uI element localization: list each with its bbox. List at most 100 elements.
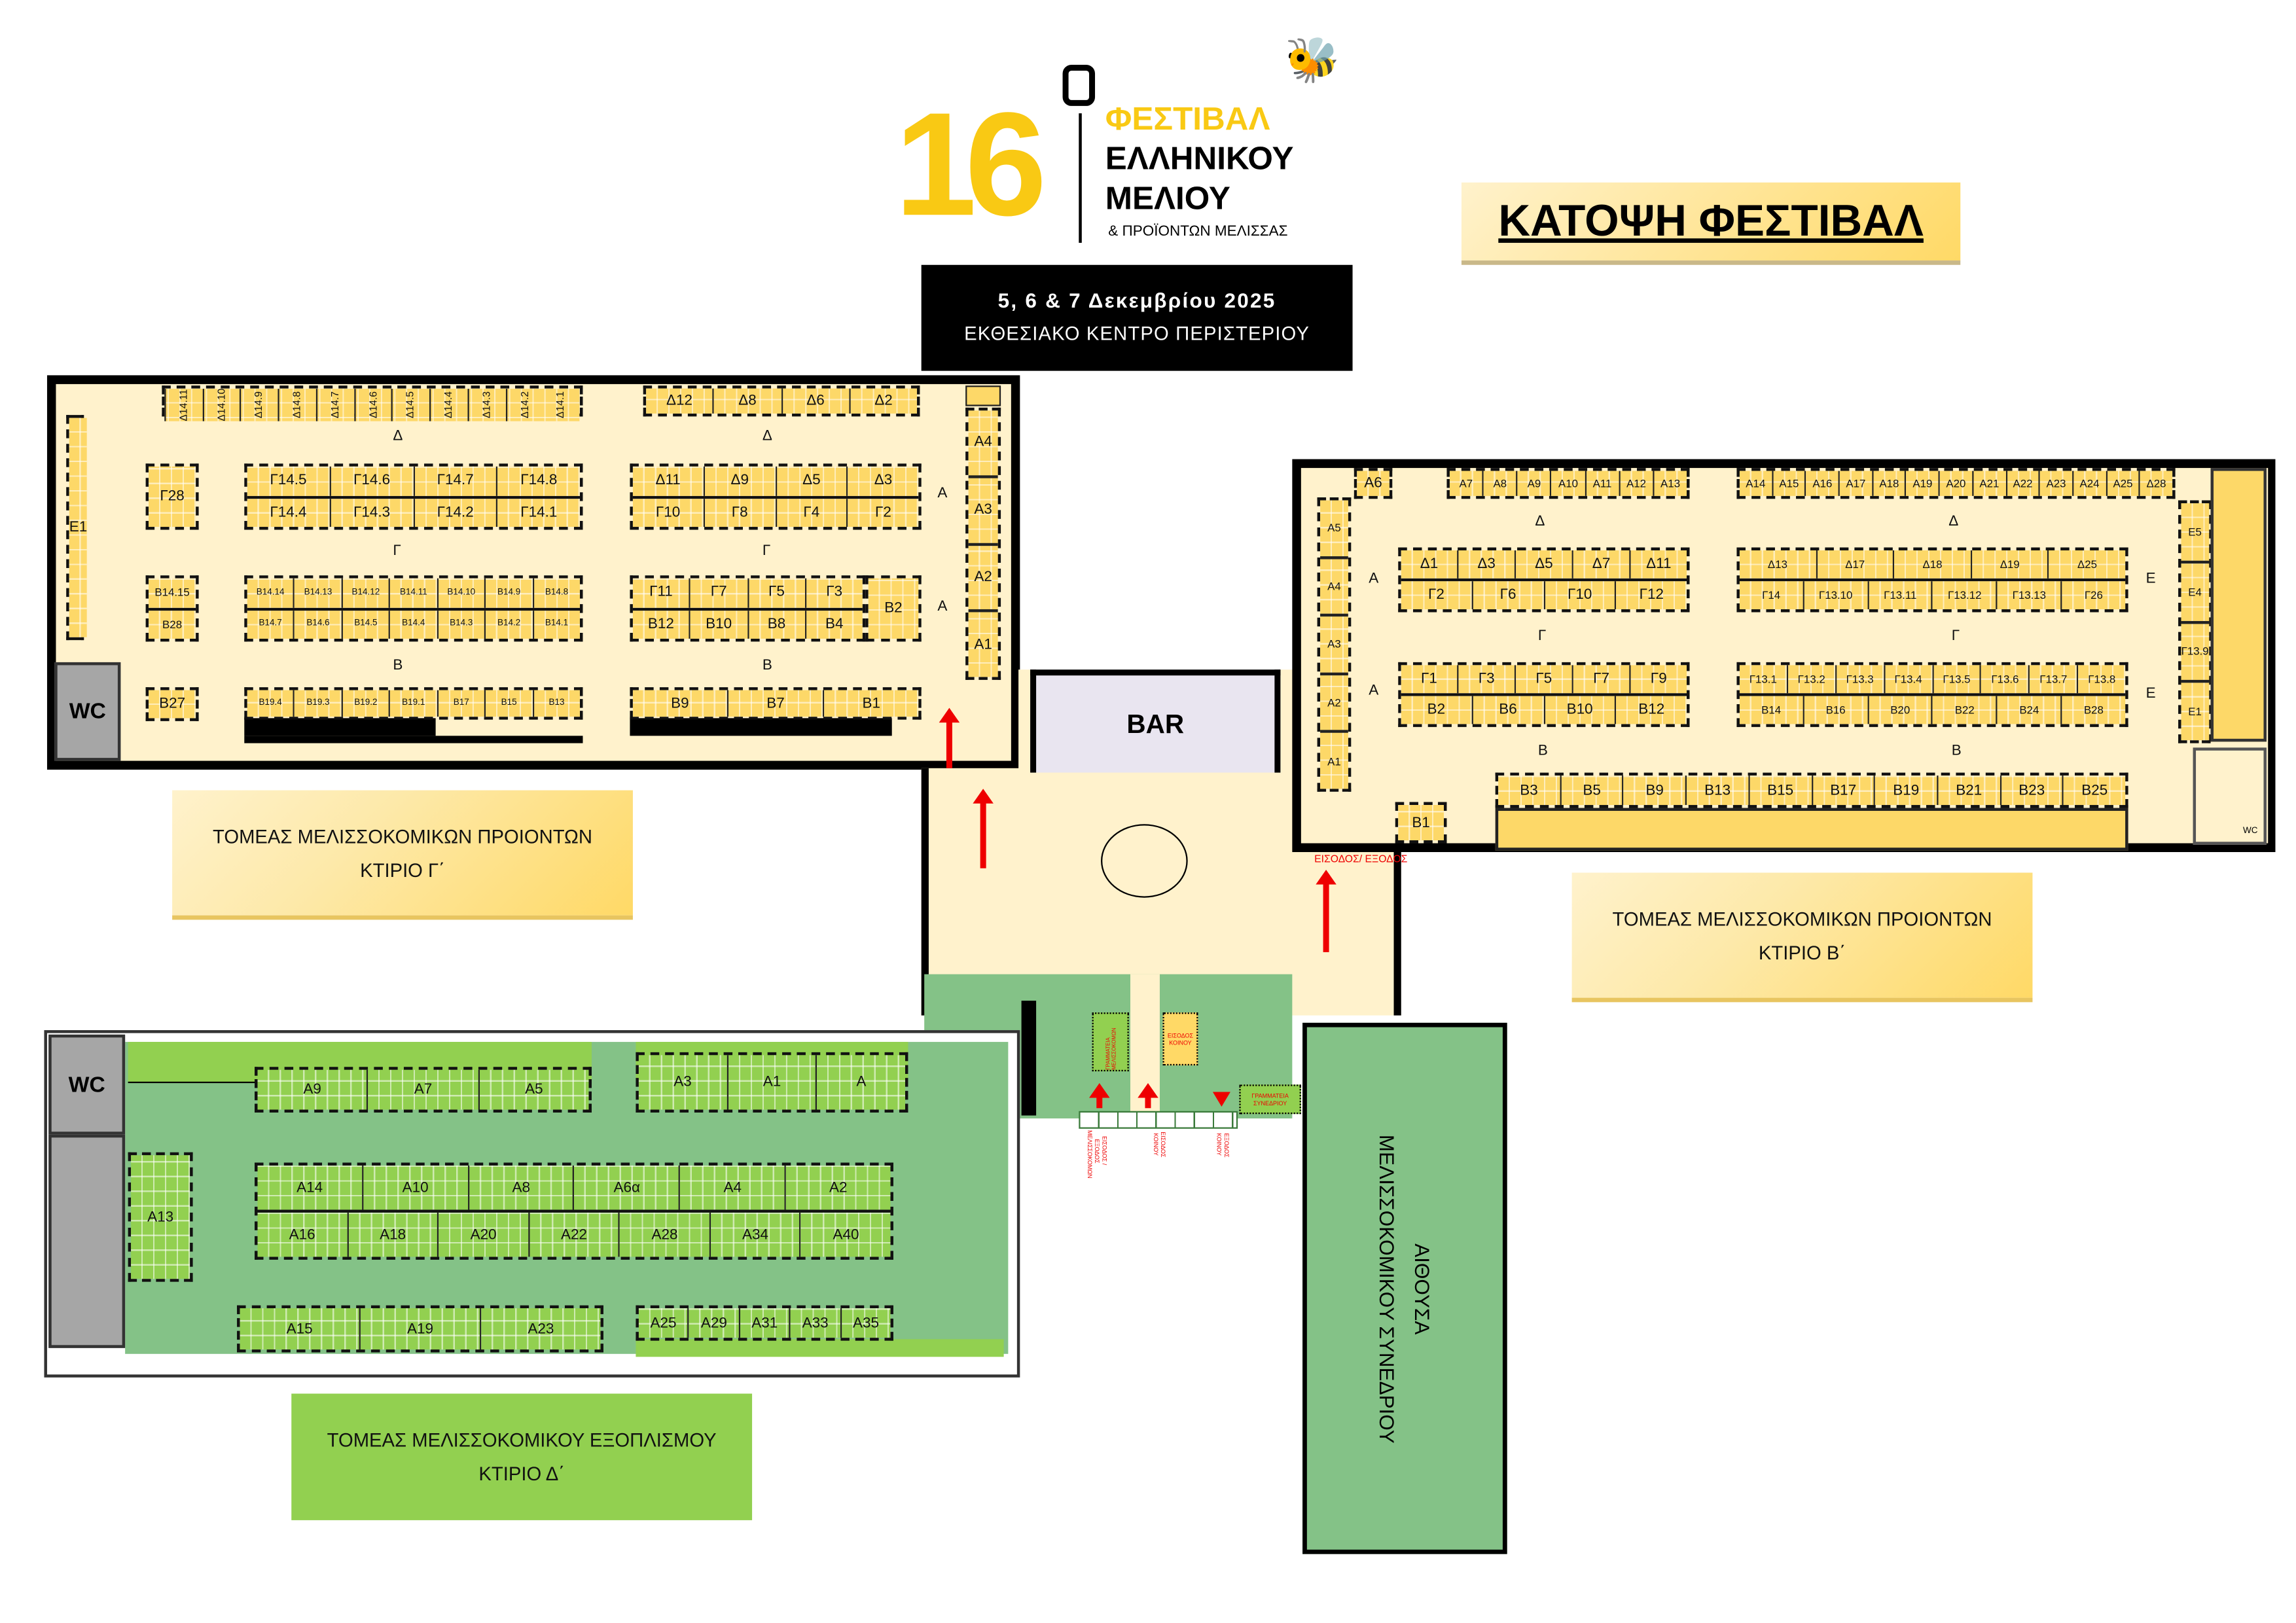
booth[interactable]: Α33 <box>791 1308 842 1338</box>
booth[interactable]: Δ3 <box>848 466 919 495</box>
booth[interactable]: Δ3 <box>1458 550 1516 579</box>
booth[interactable]: Β9 <box>632 690 729 717</box>
booth[interactable]: Β24 <box>1998 696 2062 724</box>
booth[interactable]: Β14 <box>1739 696 1804 724</box>
booth[interactable]: Β14.6 <box>295 610 343 639</box>
booth[interactable]: Γ13.13 <box>1998 581 2062 609</box>
booth[interactable]: Β19 <box>1875 776 1939 806</box>
booth[interactable]: Γ13.9 <box>2181 623 2209 683</box>
booth[interactable]: Α19 <box>360 1308 482 1350</box>
booth[interactable]: Α18 <box>348 1212 439 1257</box>
booth[interactable]: Α21 <box>1973 471 2007 496</box>
booth[interactable]: Β19.4 <box>247 690 295 717</box>
booth[interactable]: Γ7 <box>1573 665 1631 694</box>
booth[interactable]: Β19.1 <box>390 690 439 717</box>
booth[interactable]: Β23 <box>2001 776 2064 806</box>
booth[interactable]: Γ14.5 <box>247 466 331 495</box>
booth[interactable]: Β4 <box>806 610 863 639</box>
booth[interactable]: Γ7 <box>691 578 749 607</box>
booth[interactable]: Δ17 <box>1817 550 1895 579</box>
booth[interactable]: Γ13.7 <box>2030 665 2079 694</box>
booth[interactable]: Β5 <box>1561 776 1624 806</box>
booth[interactable]: Α12 <box>1620 471 1655 496</box>
booth[interactable]: Α25 <box>638 1308 690 1338</box>
booth[interactable]: Δ8 <box>714 388 783 414</box>
booth[interactable]: Α6 <box>1357 471 1390 496</box>
booth[interactable]: Γ14.3 <box>331 498 415 527</box>
booth[interactable]: Α1 <box>968 613 998 677</box>
booth[interactable]: Β14.8 <box>533 578 580 607</box>
booth[interactable]: Α31 <box>740 1308 791 1338</box>
booth[interactable]: Β14.10 <box>438 578 486 607</box>
booth[interactable]: Β22 <box>1933 696 1998 724</box>
booth[interactable]: Β12 <box>632 610 691 639</box>
booth[interactable]: Γ4 <box>776 498 848 527</box>
booth[interactable]: Δ28 <box>2140 471 2172 496</box>
booth[interactable]: Γ8 <box>704 498 777 527</box>
booth[interactable]: Γ13.12 <box>1933 581 1998 609</box>
booth[interactable]: Δ14.8 <box>278 388 317 421</box>
booth[interactable]: Α35 <box>841 1308 891 1338</box>
booth[interactable]: Α4 <box>968 410 998 478</box>
booth[interactable]: Α40 <box>801 1212 891 1257</box>
booth[interactable]: Γ13.11 <box>1869 581 1933 609</box>
booth[interactable]: Δ19 <box>1971 550 2050 579</box>
booth[interactable]: Ε1 <box>69 418 88 637</box>
booth[interactable]: Γ14.1 <box>497 498 580 527</box>
booth[interactable]: Β14.1 <box>533 610 580 639</box>
booth[interactable]: Δ14.5 <box>392 388 430 421</box>
booth[interactable]: Α22 <box>2007 471 2041 496</box>
booth[interactable]: Α4 <box>680 1165 787 1210</box>
booth[interactable]: Δ14.6 <box>354 388 393 421</box>
booth[interactable]: Β6 <box>1473 696 1545 724</box>
booth[interactable]: Α19 <box>1907 471 1941 496</box>
booth[interactable]: Α29 <box>689 1308 740 1338</box>
booth[interactable]: Γ13.3 <box>1836 665 1885 694</box>
booth[interactable]: Ε5 <box>2181 503 2209 563</box>
booth[interactable]: Α18 <box>1873 471 1907 496</box>
booth[interactable]: Α14 <box>1739 471 1773 496</box>
booth[interactable]: Α6α <box>575 1165 681 1210</box>
booth[interactable]: Α1 <box>728 1055 817 1110</box>
booth[interactable]: Γ3 <box>1458 665 1516 694</box>
booth[interactable]: Β1 <box>824 690 919 717</box>
booth[interactable]: Α16 <box>1806 471 1840 496</box>
booth[interactable]: Γ9 <box>1630 665 1687 694</box>
booth[interactable]: Β2 <box>1401 696 1473 724</box>
booth[interactable]: Δ18 <box>1894 550 1972 579</box>
booth[interactable]: Γ13.1 <box>1739 665 1788 694</box>
booth[interactable]: Β14.15 <box>149 578 196 607</box>
booth[interactable]: Δ14.7 <box>316 388 355 421</box>
booth[interactable]: Γ13.6 <box>1981 665 2030 694</box>
booth[interactable]: Β8 <box>748 610 806 639</box>
booth[interactable]: Β14.7 <box>247 610 295 639</box>
booth[interactable]: Δ14.3 <box>467 388 506 421</box>
booth[interactable]: Γ13.4 <box>1884 665 1933 694</box>
booth[interactable]: Α20 <box>439 1212 529 1257</box>
booth[interactable]: Γ2 <box>848 498 919 527</box>
booth[interactable]: Β19.2 <box>342 690 391 717</box>
booth[interactable]: Β14.9 <box>486 578 534 607</box>
booth[interactable]: Γ14.8 <box>497 466 580 495</box>
booth[interactable]: Δ12 <box>646 388 715 414</box>
booth[interactable]: Γ13.2 <box>1787 665 1837 694</box>
booth[interactable]: Γ10 <box>1545 581 1617 609</box>
booth[interactable]: Β9 <box>1624 776 1687 806</box>
booth[interactable]: Β14.5 <box>342 610 391 639</box>
booth[interactable]: Δ5 <box>776 466 848 495</box>
booth[interactable]: Α15 <box>240 1308 361 1350</box>
booth[interactable]: Β14.11 <box>390 578 439 607</box>
booth[interactable]: Γ2 <box>1401 581 1473 609</box>
booth[interactable]: Β7 <box>728 690 825 717</box>
booth[interactable]: Α25 <box>2107 471 2141 496</box>
booth[interactable]: Δ1 <box>1401 550 1459 579</box>
booth[interactable]: Α5 <box>1320 500 1348 559</box>
booth[interactable]: Γ13.8 <box>2078 665 2126 694</box>
booth[interactable]: Β10 <box>691 610 749 639</box>
booth[interactable]: Β13 <box>1687 776 1750 806</box>
booth[interactable]: Δ5 <box>1516 550 1573 579</box>
booth[interactable]: Δ9 <box>704 466 777 495</box>
booth[interactable]: Α34 <box>710 1212 802 1257</box>
booth[interactable]: Γ14.4 <box>247 498 331 527</box>
booth[interactable]: Α4 <box>1320 558 1348 617</box>
